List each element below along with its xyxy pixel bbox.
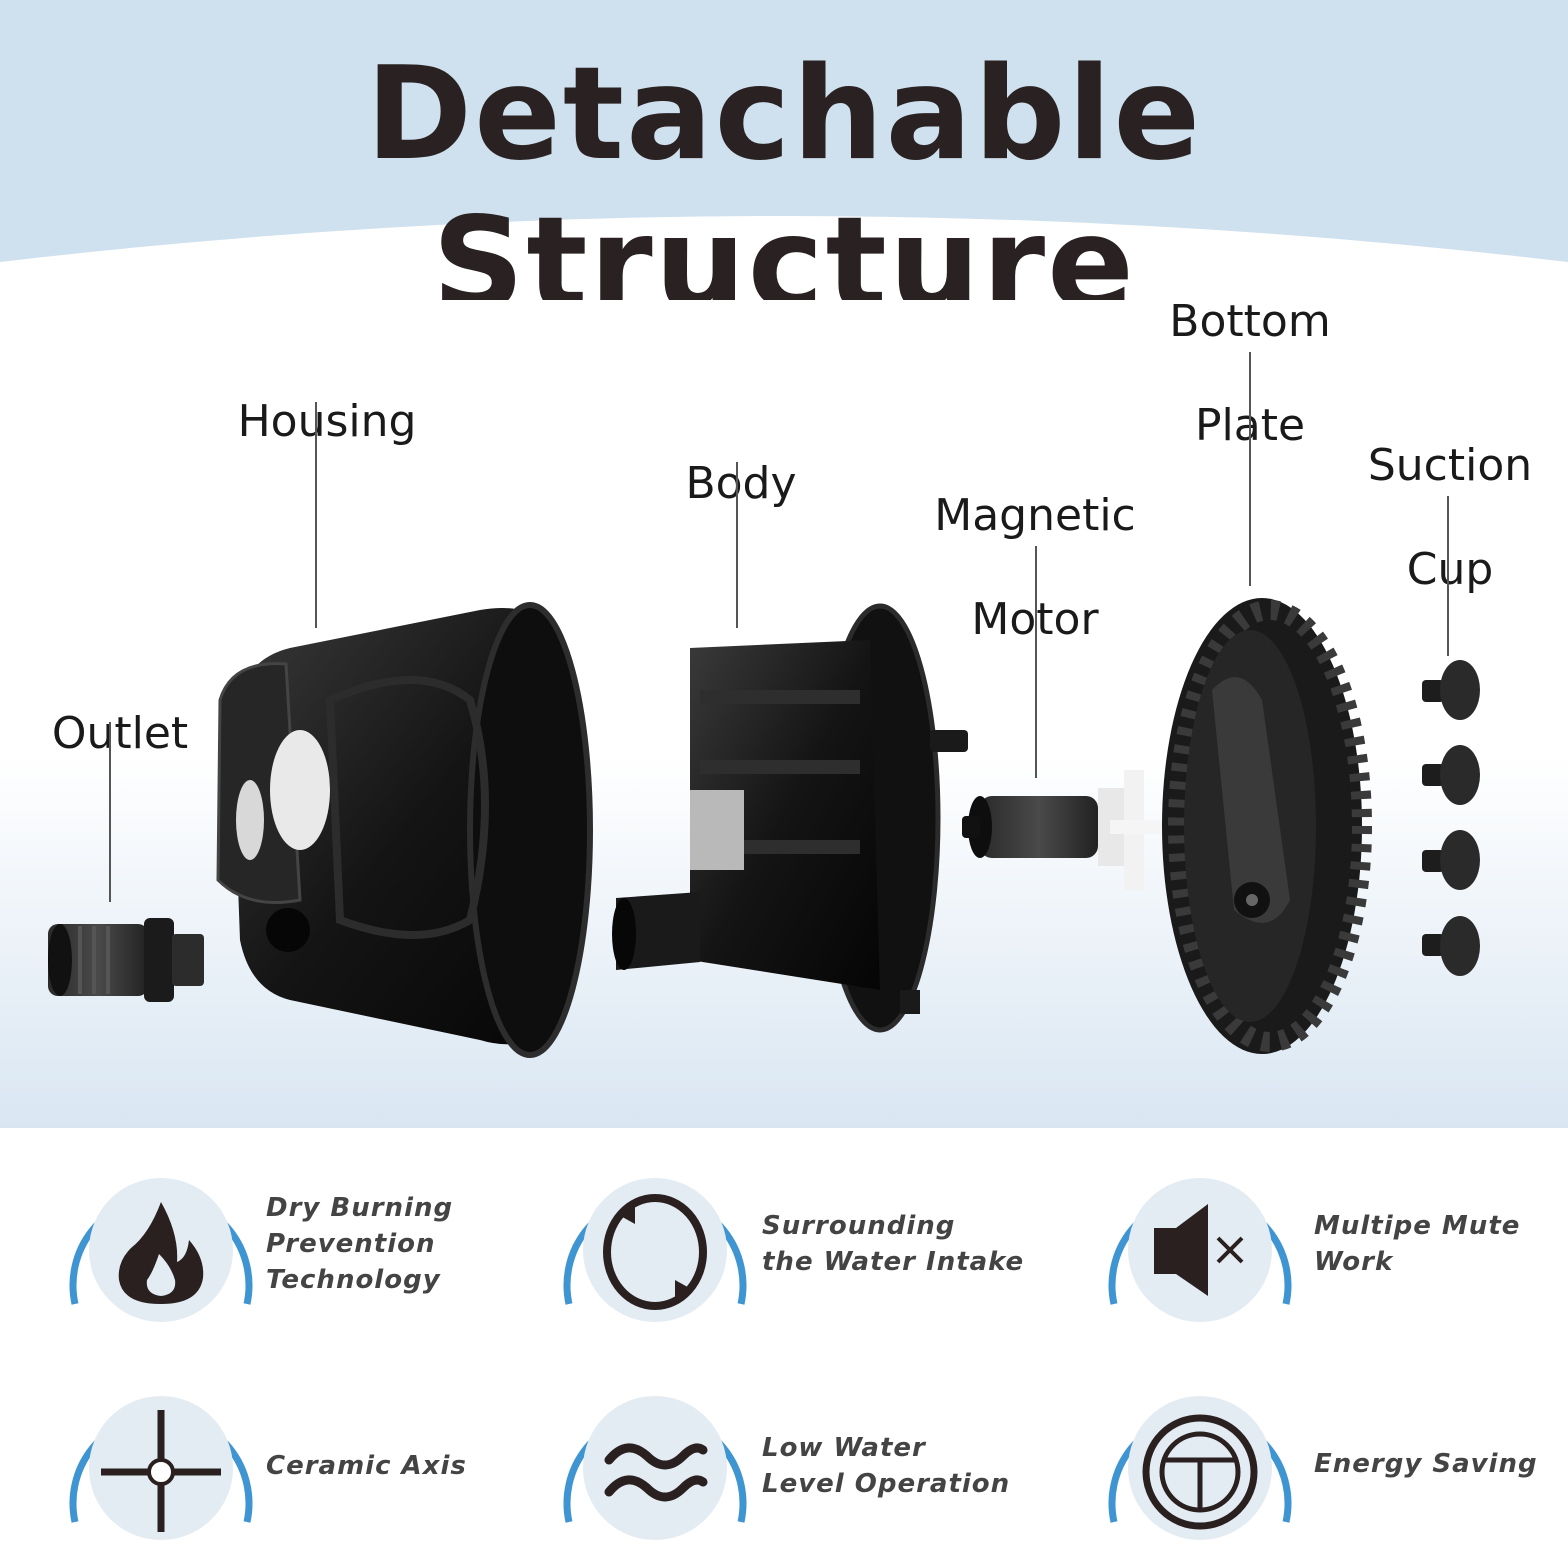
circular-arrows-icon <box>563 1178 747 1322</box>
bottom-plate-label: Bottom Plate <box>1169 296 1331 451</box>
feature-energy-saving-text: Energy Saving <box>1314 1449 1538 1479</box>
outlet-leader-line <box>109 722 111 902</box>
exploded-parts-illustration <box>48 598 1480 1058</box>
ceramic-axis-icon <box>69 1396 253 1540</box>
bottom-plate-part <box>1162 598 1372 1054</box>
suction-cup-3 <box>1422 830 1480 890</box>
body-part <box>612 603 968 1033</box>
suction-cup-4 <box>1422 916 1480 976</box>
energy-gauge-icon <box>1108 1396 1292 1540</box>
housing-leader-line <box>315 402 317 628</box>
outlet-label: Outlet <box>51 708 189 759</box>
feature-mute-text: Multipe Mute Work <box>1314 1211 1521 1277</box>
bottom-plate-leader-line <box>1249 352 1251 586</box>
mute-speaker-icon <box>1108 1178 1292 1322</box>
suction-cup-label: Suction Cup <box>1367 440 1533 595</box>
body-leader-line <box>736 462 738 628</box>
outlet-part <box>48 918 204 1002</box>
suction-cups-part <box>1422 660 1480 976</box>
magnetic-motor-leader-line <box>1035 546 1037 778</box>
housing-label: Housing <box>237 396 417 447</box>
wave-icon <box>563 1396 747 1540</box>
flame-icon <box>69 1178 253 1322</box>
body-label: Body <box>685 458 797 509</box>
suction-cup-2 <box>1422 745 1480 805</box>
magnetic-motor-part <box>962 770 1184 890</box>
feature-low-water-text: Low Water Level Operation <box>762 1433 1011 1499</box>
feature-ceramic-axis-text: Ceramic Axis <box>266 1451 467 1481</box>
housing-part <box>216 602 593 1058</box>
suction-cup-leader-line <box>1447 496 1449 656</box>
feature-surrounding-intake-text: Surrounding the Water Intake <box>762 1211 1025 1277</box>
header-band <box>0 0 1568 262</box>
suction-cup-1 <box>1422 660 1480 720</box>
feature-dry-burning-text: Dry Burning Prevention Technology <box>266 1193 454 1295</box>
